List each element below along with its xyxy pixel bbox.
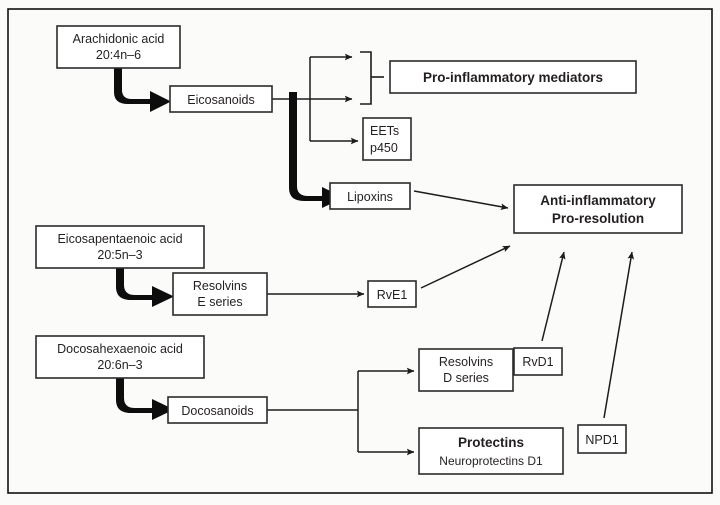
node-anti-inflammatory-pro-resolution[interactable]: Anti-inflammatory Pro-resolution — [513, 184, 683, 234]
edge-lipoxins-to-antiinflam — [413, 190, 509, 210]
edge-arachidonic-to-eicosanoids — [108, 68, 171, 112]
edge-dha-to-docosanoids — [110, 368, 174, 420]
node-protectins[interactable]: Protectins Neuroprotectins D1 — [418, 427, 564, 475]
edge-rvd1-to-antiinflam — [541, 251, 566, 342]
diagram-border — [7, 8, 713, 494]
rvd1-label: RvD1 — [522, 355, 553, 369]
dha-line2: 20:6n–3 — [97, 358, 142, 372]
npd1-label: NPD1 — [585, 433, 618, 447]
bracket-proinflammatory — [360, 51, 372, 105]
docosanoids-label: Docosanoids — [181, 404, 253, 418]
node-rvd1[interactable]: RvD1 — [513, 347, 563, 376]
node-docosahexaenoic-acid[interactable]: Docosahexaenoic acid 20:6n–3 — [35, 335, 205, 379]
node-eicosanoids[interactable]: Eicosanoids — [169, 85, 273, 113]
node-eets-p450[interactable]: EETs p450 — [362, 117, 412, 161]
eets-line1: EETs — [370, 124, 399, 138]
rve1-label: RvE1 — [377, 288, 408, 302]
lipoxins-label: Lipoxins — [347, 190, 393, 204]
epa-line2: 20:5n–3 — [97, 248, 142, 262]
node-eicosapentaenoic-acid[interactable]: Eicosapentaenoic acid 20:5n–3 — [35, 225, 205, 269]
node-resolvins-e-series[interactable]: Resolvins E series — [172, 272, 268, 316]
node-arachidonic-acid[interactable]: Arachidonic acid 20:4n–6 — [56, 25, 181, 69]
protectins-line2: Neuroprotectins D1 — [439, 454, 543, 468]
node-pro-inflammatory-mediators[interactable]: Pro-inflammatory mediators — [389, 60, 637, 94]
node-lipoxins[interactable]: Lipoxins — [329, 182, 411, 210]
eets-line2: p450 — [370, 141, 398, 155]
pro-inflammatory-label: Pro-inflammatory mediators — [423, 70, 603, 85]
anti-inflammatory-line2: Pro-resolution — [552, 211, 644, 226]
edge-rve1-to-antiinflam — [420, 245, 511, 289]
edge-npd1-to-antiinflam — [603, 251, 635, 419]
resolvins-e-line2: E series — [197, 295, 242, 309]
node-rve1[interactable]: RvE1 — [367, 280, 417, 308]
node-npd1[interactable]: NPD1 — [577, 424, 627, 454]
resolvins-d-line2: D series — [443, 371, 489, 385]
resolvins-e-line1: Resolvins — [193, 279, 247, 293]
resolvins-d-line1: Resolvins — [439, 355, 493, 369]
edge-epa-to-resolvinse — [110, 258, 174, 307]
dha-line1: Docosahexaenoic acid — [57, 342, 183, 356]
arachidonic-acid-line1: Arachidonic acid — [73, 32, 165, 46]
node-docosanoids[interactable]: Docosanoids — [167, 396, 268, 424]
anti-inflammatory-line1: Anti-inflammatory — [540, 193, 656, 208]
arachidonic-acid-line2: 20:4n–6 — [96, 48, 141, 62]
eicosanoids-label: Eicosanoids — [187, 93, 254, 107]
epa-line1: Eicosapentaenoic acid — [57, 232, 182, 246]
node-resolvins-d-series[interactable]: Resolvins D series — [418, 348, 514, 392]
protectins-line1: Protectins — [458, 435, 524, 450]
